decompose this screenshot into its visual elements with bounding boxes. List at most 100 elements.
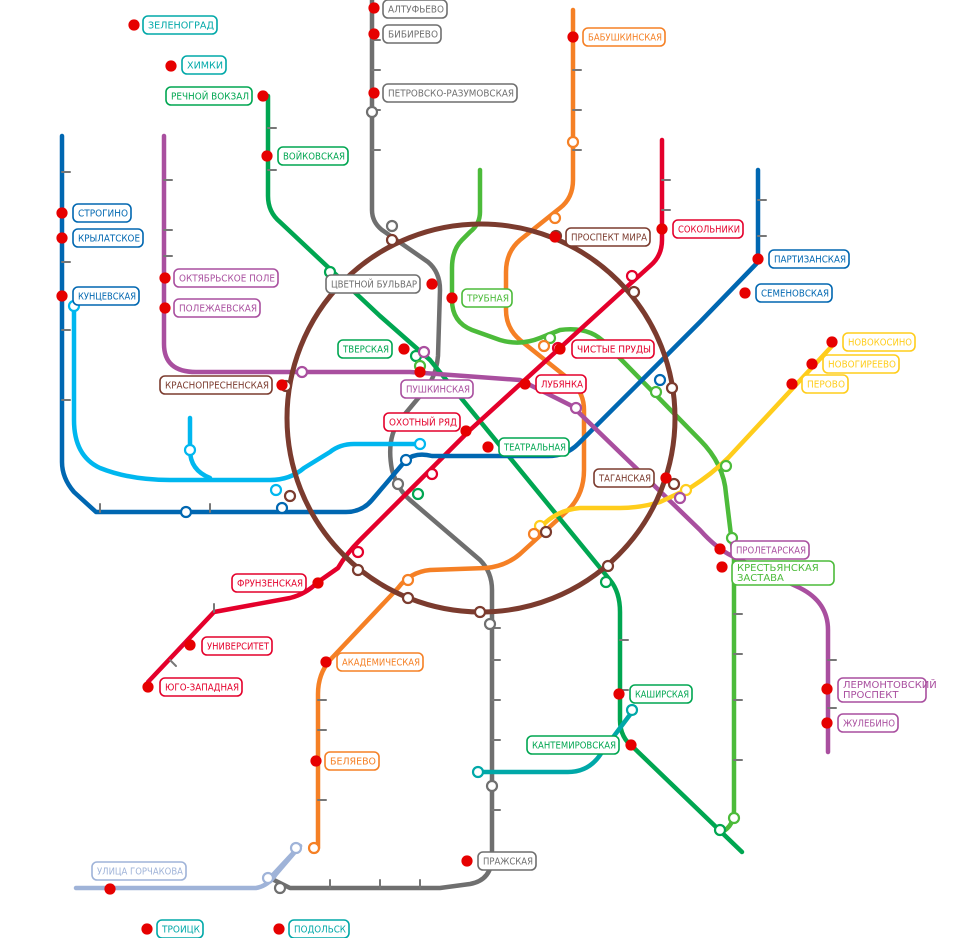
station-marker[interactable] bbox=[786, 378, 798, 390]
station-okhotny[interactable]: ОХОТНЫЙ РЯД bbox=[383, 412, 472, 437]
station-bibirevo[interactable]: БИБИРЕВО bbox=[368, 24, 442, 44]
station-marker[interactable] bbox=[368, 87, 380, 99]
station-marker[interactable] bbox=[398, 343, 410, 355]
station-label-box bbox=[159, 677, 243, 697]
station-oktyabrskoe[interactable]: ОКТЯБРЬСКОЕ ПОЛЕ bbox=[159, 268, 279, 288]
station-tverskaya[interactable]: ТВЕРСКАЯ bbox=[337, 339, 410, 359]
station-marker[interactable] bbox=[320, 656, 332, 668]
station-marker[interactable] bbox=[310, 755, 322, 767]
station-altufyevo[interactable]: АЛТУФЬЕВО bbox=[368, 0, 448, 19]
station-marker[interactable] bbox=[752, 253, 764, 265]
station-universitet[interactable]: УНИВЕРСИТЕТ bbox=[184, 636, 273, 656]
station-perovo[interactable]: ПЕРОВО bbox=[786, 374, 849, 394]
station-polezhaevskaya[interactable]: ПОЛЕЖАЕВСКАЯ bbox=[159, 298, 261, 318]
station-marker[interactable] bbox=[821, 683, 833, 695]
station-marker[interactable] bbox=[104, 883, 116, 895]
station-label: ЖУЛЕБИНО bbox=[843, 719, 895, 730]
station-label: СЕМЕНОВСКАЯ bbox=[761, 289, 829, 300]
station-marker[interactable] bbox=[159, 302, 171, 314]
station-marker[interactable] bbox=[567, 31, 579, 43]
station-marker[interactable] bbox=[660, 472, 672, 484]
station-marker[interactable] bbox=[821, 717, 833, 729]
station-marker[interactable] bbox=[165, 60, 177, 72]
station-marker[interactable] bbox=[368, 2, 380, 14]
station-marker[interactable] bbox=[56, 207, 68, 219]
station-krylatskoe[interactable]: КРЫЛАТСКОЕ bbox=[56, 228, 144, 248]
station-label-box bbox=[571, 339, 655, 359]
station-strogino[interactable]: СТРОГИНО bbox=[56, 203, 132, 223]
station-trubnaya[interactable]: ТРУБНАЯ bbox=[446, 288, 513, 308]
station-frunzenskaya[interactable]: ФРУНЗЕНСКАЯ bbox=[231, 573, 324, 593]
station-marker[interactable] bbox=[128, 19, 140, 31]
station-teatralnaya[interactable]: ТЕАТРАЛЬНАЯ bbox=[482, 437, 570, 457]
station-petrovsko[interactable]: ПЕТРОВСКО-РАЗУМОВСКАЯ bbox=[368, 83, 518, 103]
station-krasnopresnenskaya[interactable]: КРАСНОПРЕСНЕНСКАЯ bbox=[159, 375, 288, 395]
station-marker[interactable] bbox=[625, 739, 637, 751]
station-gorchakova[interactable]: УЛИЦА ГОРЧАКОВА bbox=[91, 861, 187, 895]
station-kashirskaya[interactable]: КАШИРСКАЯ bbox=[613, 684, 693, 704]
station-lubyanka[interactable]: ЛУБЯНКА bbox=[519, 374, 587, 394]
station-marker[interactable] bbox=[142, 681, 154, 693]
yellow-line bbox=[537, 343, 835, 531]
station-marker[interactable] bbox=[414, 366, 426, 378]
station-podolsk[interactable]: ПОДОЛЬСК bbox=[273, 919, 350, 938]
station-marker[interactable] bbox=[368, 28, 380, 40]
station-prazhskaya[interactable]: ПРАЖСКАЯ bbox=[461, 851, 537, 871]
station-babushkinskaya[interactable]: БАБУШКИНСКАЯ bbox=[567, 27, 666, 47]
station-chistye-prudy[interactable]: ЧИСТЫЕ ПРУДЫ bbox=[554, 339, 655, 359]
station-marker[interactable] bbox=[482, 441, 494, 453]
station-rechnoy[interactable]: РЕЧНОЙ ВОКЗАЛ bbox=[165, 86, 269, 106]
station-marker[interactable] bbox=[56, 290, 68, 302]
station-marker[interactable] bbox=[613, 688, 625, 700]
station-marker[interactable] bbox=[184, 639, 196, 651]
station-pushkinskaya[interactable]: ПУШКИНСКАЯ bbox=[400, 366, 474, 399]
station-kantemirovskaya[interactable]: КАНТЕМИРОВСКАЯ bbox=[526, 735, 637, 755]
transfer-node bbox=[295, 365, 309, 379]
station-novogireevo[interactable]: НОВОГИРЕЕВО bbox=[806, 354, 900, 374]
station-marker[interactable] bbox=[460, 425, 472, 437]
station-marker[interactable] bbox=[716, 561, 728, 573]
station-marker[interactable] bbox=[806, 358, 818, 370]
station-marker[interactable] bbox=[656, 223, 668, 235]
station-semenovskaya[interactable]: СЕМЕНОВСКАЯ bbox=[739, 283, 833, 303]
station-kuntsevskaya[interactable]: КУНЦЕВСКАЯ bbox=[56, 286, 140, 306]
station-proletarskaya[interactable]: ПРОЛЕТАРСКАЯ bbox=[714, 540, 810, 560]
station-marker[interactable] bbox=[739, 287, 751, 299]
station-marker[interactable] bbox=[159, 272, 171, 284]
station-marker[interactable] bbox=[276, 379, 288, 391]
station-prospekt-mira[interactable]: ПРОСПЕКТ МИРА bbox=[549, 227, 651, 247]
station-marker[interactable] bbox=[56, 232, 68, 244]
station-marker[interactable] bbox=[446, 292, 458, 304]
station-label: ПРАЖСКАЯ bbox=[483, 857, 533, 868]
station-troitsk[interactable]: ТРОИЦК bbox=[141, 919, 204, 938]
station-sokolniki[interactable]: СОКОЛЬНИКИ bbox=[656, 219, 744, 239]
station-voykovskaya[interactable]: ВОЙКОВСКАЯ bbox=[261, 146, 349, 166]
station-khimki[interactable]: ХИМКИ bbox=[165, 55, 227, 75]
station-marker[interactable] bbox=[461, 855, 473, 867]
station-partizanskaya[interactable]: ПАРТИЗАНСКАЯ bbox=[752, 249, 850, 269]
station-zhulebino[interactable]: ЖУЛЕБИНО bbox=[821, 713, 899, 733]
station-label: ЗЕЛЕНОГРАД bbox=[148, 21, 214, 32]
station-marker[interactable] bbox=[257, 90, 269, 102]
station-marker[interactable] bbox=[273, 923, 285, 935]
station-zelenograd[interactable]: ЗЕЛЕНОГРАД bbox=[128, 15, 218, 35]
station-marker[interactable] bbox=[554, 343, 566, 355]
station-marker[interactable] bbox=[549, 231, 561, 243]
station-yugo-zapadnaya[interactable]: ЮГО-ЗАПАДНАЯ bbox=[142, 677, 243, 697]
station-marker[interactable] bbox=[141, 923, 153, 935]
station-marker[interactable] bbox=[714, 543, 726, 555]
transfer-node bbox=[673, 491, 687, 505]
station-marker[interactable] bbox=[312, 577, 324, 589]
station-marker[interactable] bbox=[261, 150, 273, 162]
station-marker[interactable] bbox=[519, 378, 531, 390]
station-belyaevo[interactable]: БЕЛЯЕВО bbox=[310, 751, 380, 771]
station-marker[interactable] bbox=[426, 278, 438, 290]
transfer-node bbox=[649, 385, 663, 399]
station-taganskaya[interactable]: ТАГАНСКАЯ bbox=[593, 468, 672, 488]
station-marker[interactable] bbox=[826, 336, 838, 348]
station-tsvetnoy[interactable]: ЦВЕТНОЙ БУЛЬВАР bbox=[325, 274, 438, 294]
station-akademicheskaya[interactable]: АКАДЕМИЧЕСКАЯ bbox=[320, 652, 424, 672]
station-novokosino[interactable]: НОВОКОСИНО bbox=[826, 332, 916, 352]
